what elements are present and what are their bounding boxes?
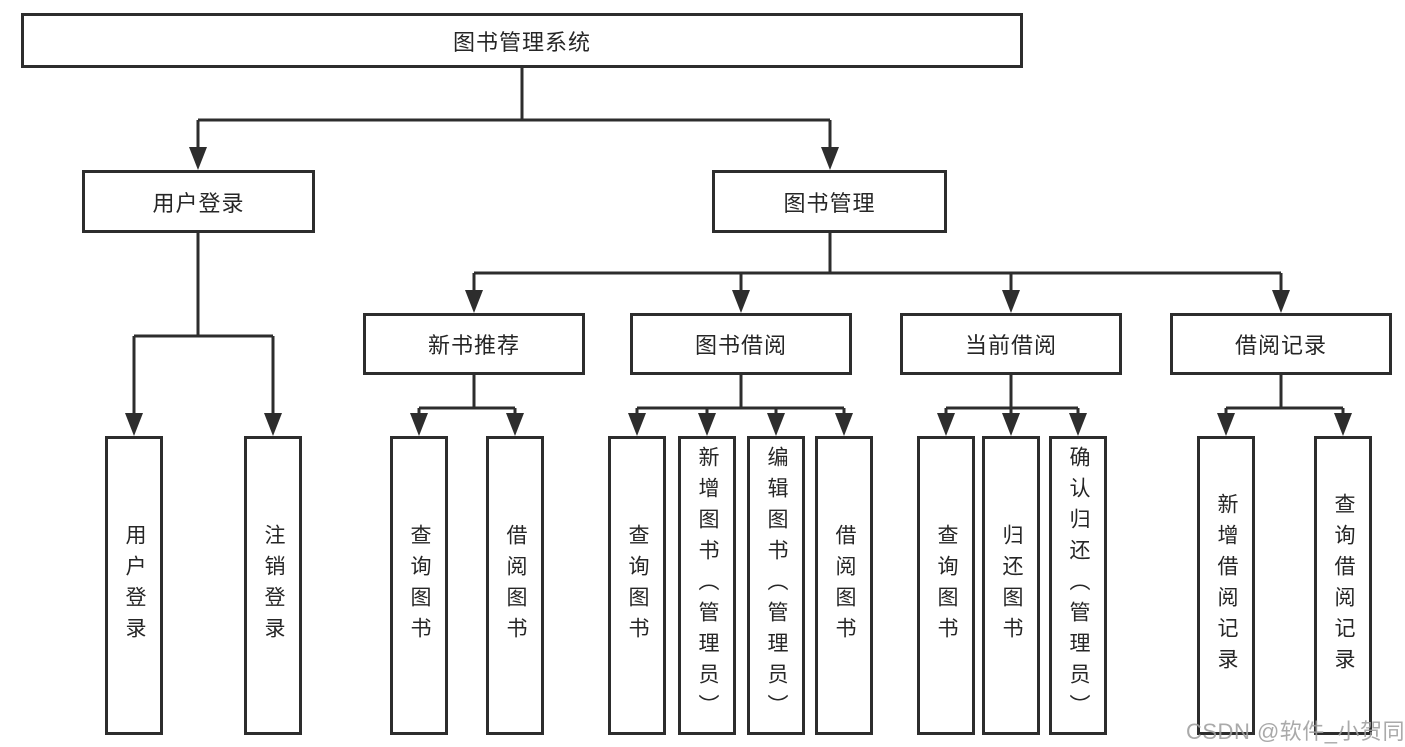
node-br-query-record-label: 查询借阅记录 — [1332, 492, 1355, 679]
node-new-book-recommend: 新书推荐 — [363, 313, 585, 375]
node-bb-edit-books-label: 编辑图书（管理员） — [765, 446, 788, 725]
node-cb-query-books-label: 查询图书 — [935, 523, 958, 648]
node-cb-return-books-label: 归还图书 — [1000, 523, 1023, 648]
node-nb-query-books: 查询图书 — [390, 436, 448, 735]
node-bb-edit-books: 编辑图书（管理员） — [747, 436, 805, 735]
node-cb-query-books: 查询图书 — [917, 436, 975, 735]
node-root: 图书管理系统 — [21, 13, 1023, 68]
node-cb-confirm-return: 确认归还（管理员） — [1049, 436, 1107, 735]
node-cb-confirm-return-label: 确认归还（管理员） — [1067, 446, 1090, 725]
node-bb-borrow-books: 借阅图书 — [815, 436, 873, 735]
node-book-management-label: 图书管理 — [783, 190, 876, 216]
node-borrow-records: 借阅记录 — [1170, 313, 1392, 375]
node-user-login: 用户登录 — [82, 170, 315, 233]
node-bb-query-books-label: 查询图书 — [626, 523, 649, 648]
watermark: CSDN @软件_小贺同学 — [1186, 719, 1405, 744]
node-br-query-record: 查询借阅记录 — [1314, 436, 1372, 735]
node-nb-borrow-books: 借阅图书 — [486, 436, 544, 735]
node-nb-borrow-books-label: 借阅图书 — [504, 523, 527, 648]
node-book-borrowing-label: 图书借阅 — [694, 333, 787, 358]
node-current-borrowing: 当前借阅 — [900, 313, 1122, 375]
node-book-management: 图书管理 — [712, 170, 947, 233]
node-bb-query-books: 查询图书 — [608, 436, 666, 735]
node-bb-add-books: 新增图书（管理员） — [678, 436, 736, 735]
node-br-add-record: 新增借阅记录 — [1197, 436, 1255, 735]
node-leaf-logout-label: 注销登录 — [262, 523, 285, 648]
node-nb-query-books-label: 查询图书 — [408, 523, 431, 648]
node-user-login-label: 用户登录 — [152, 190, 245, 216]
node-current-borrowing-label: 当前借阅 — [964, 333, 1057, 358]
node-book-borrowing: 图书借阅 — [630, 313, 852, 375]
node-cb-return-books: 归还图书 — [982, 436, 1040, 735]
node-bb-borrow-books-label: 借阅图书 — [833, 523, 856, 648]
node-br-add-record-label: 新增借阅记录 — [1215, 492, 1238, 679]
node-borrow-records-label: 借阅记录 — [1234, 333, 1327, 358]
node-bb-add-books-label: 新增图书（管理员） — [696, 446, 719, 725]
node-leaf-user-login: 用户登录 — [105, 436, 163, 735]
node-new-book-recommend-label: 新书推荐 — [427, 333, 520, 358]
node-leaf-logout: 注销登录 — [244, 436, 302, 735]
node-leaf-user-login-label: 用户登录 — [123, 523, 146, 648]
node-root-label: 图书管理系统 — [452, 29, 591, 55]
